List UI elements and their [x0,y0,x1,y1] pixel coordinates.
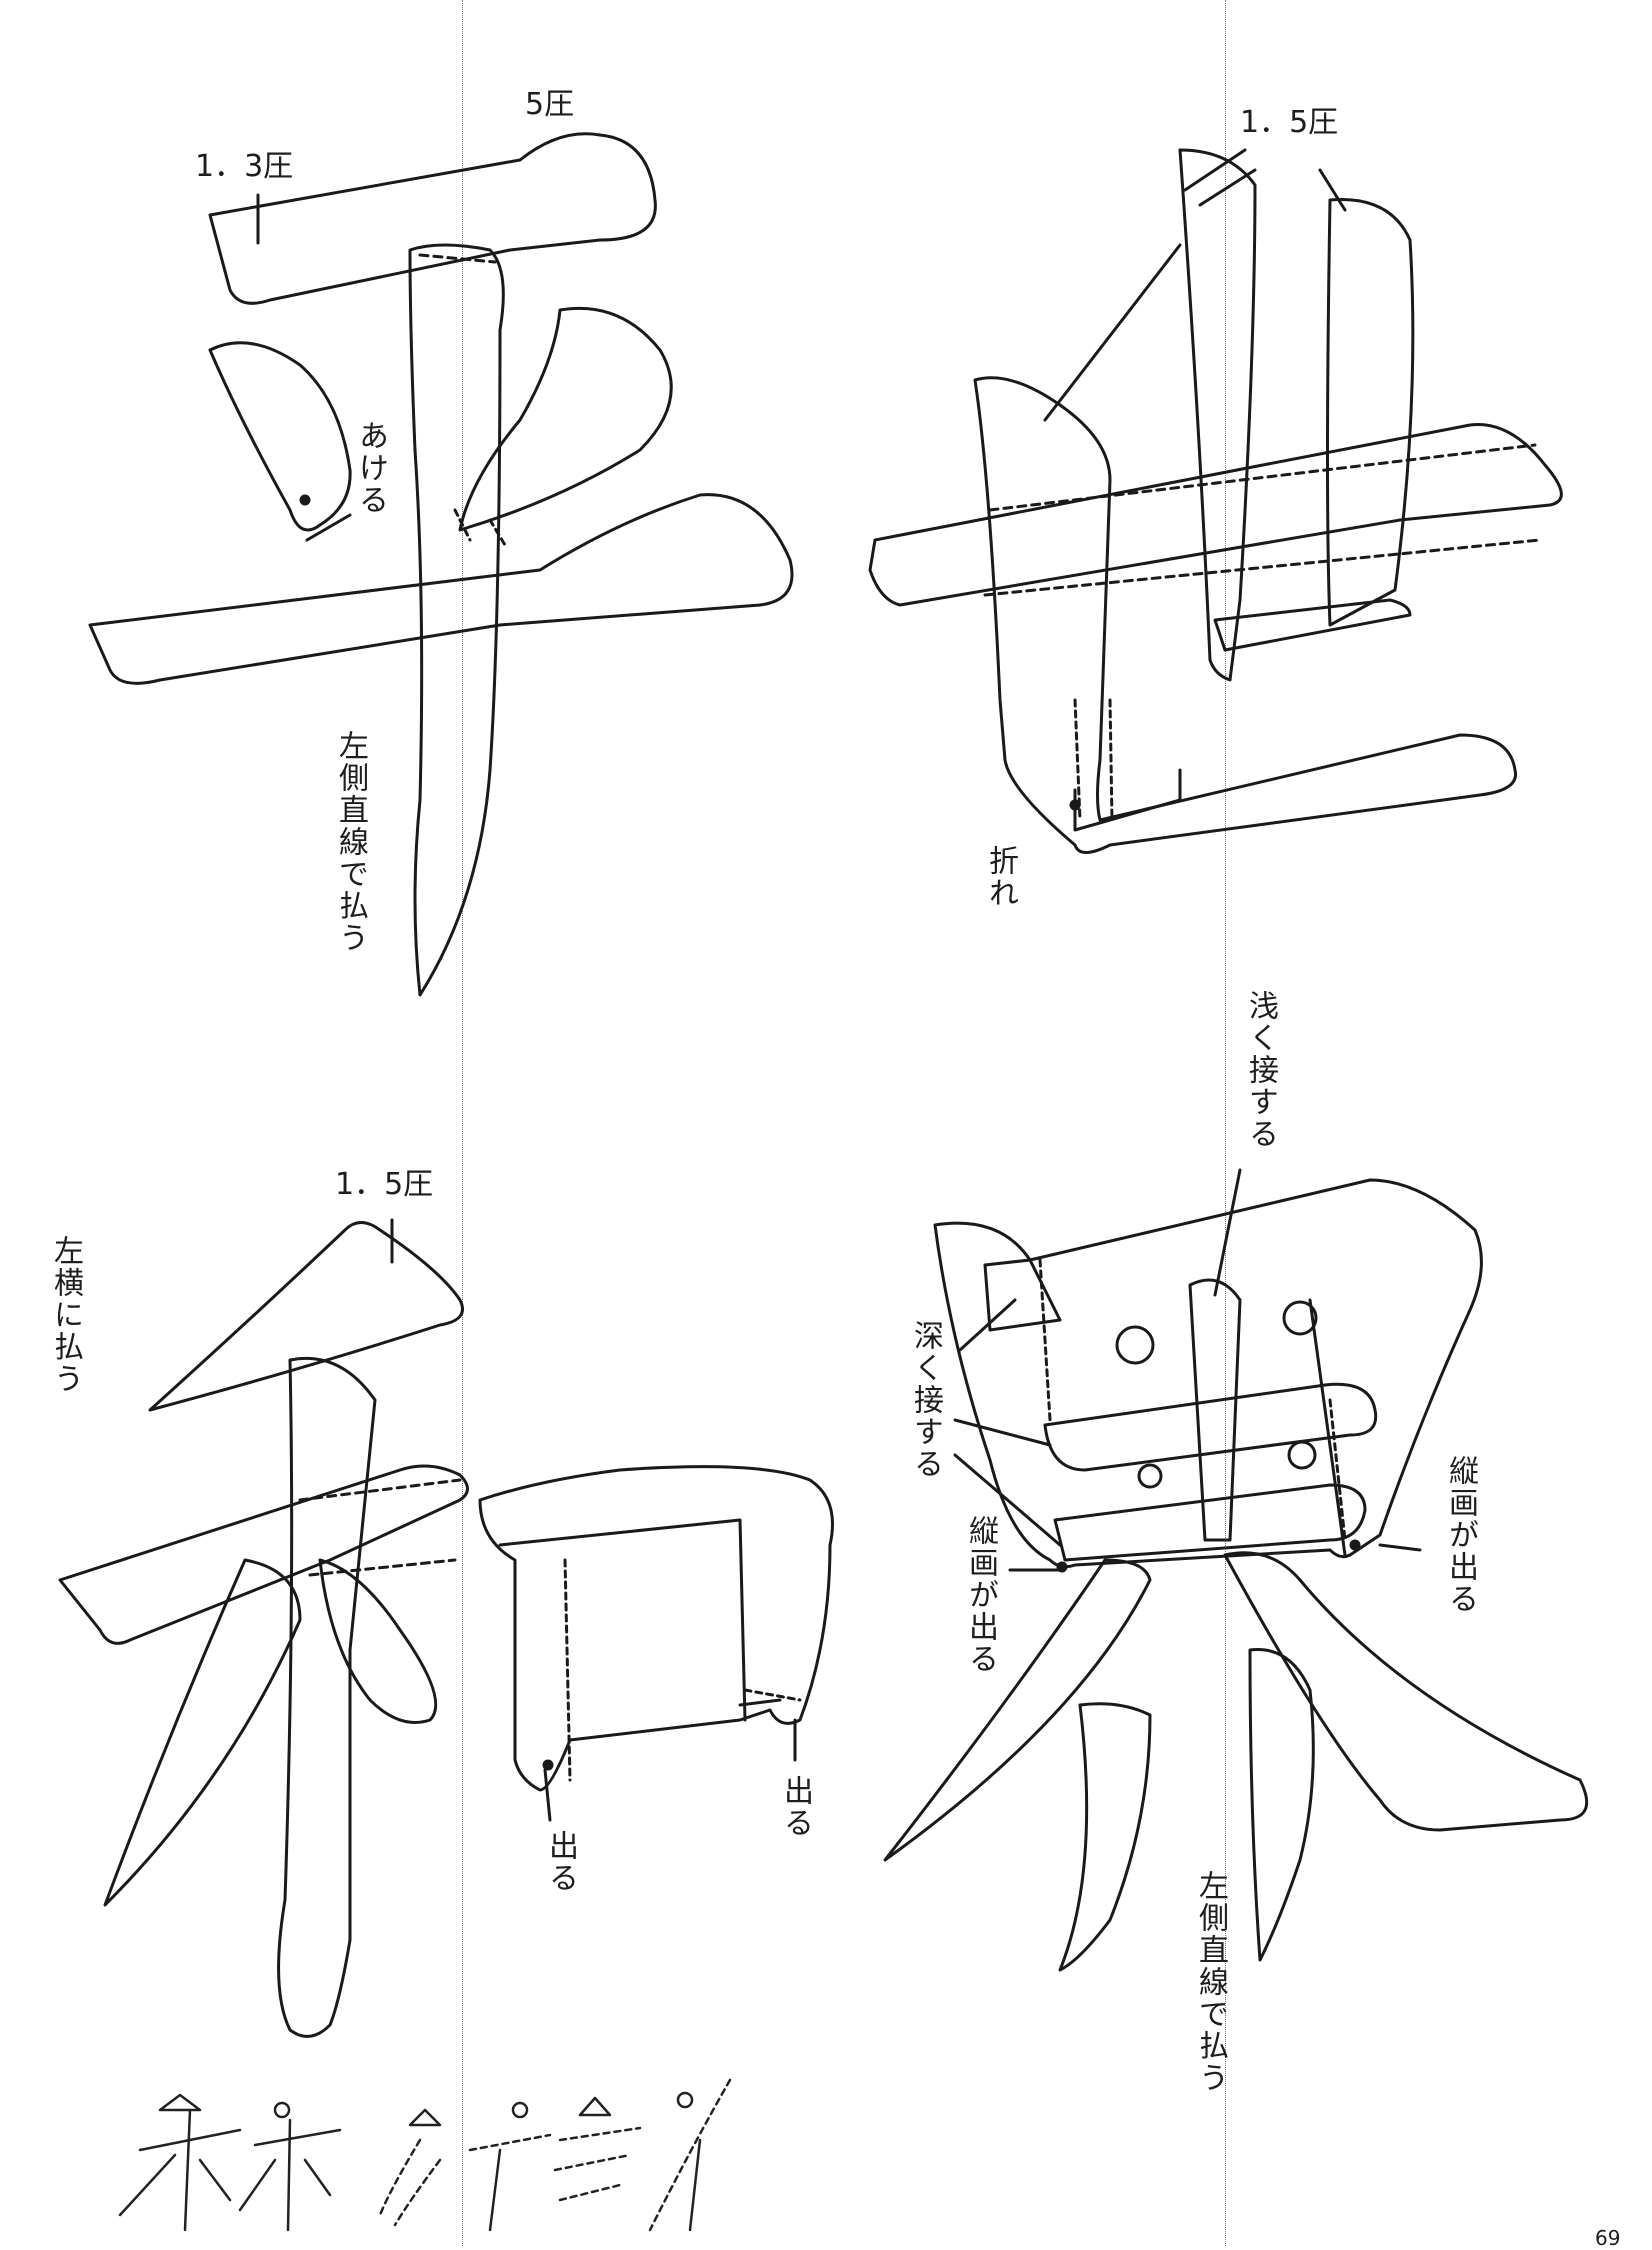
kai-field-vertical [1190,1280,1240,1540]
kai-lower-right-vertical [1250,1650,1313,1961]
kai-field-frame [935,1180,1481,1567]
sketch-2 [240,2103,340,2230]
wa-sweep-left-label: 左横に払う [48,1235,83,1395]
wa-out-right-label: 出る [778,1775,813,1839]
hei-vertical-stroke [410,245,503,995]
wa-horizontal [60,1466,468,1643]
guide-line-left [462,0,463,2246]
wa-vertical [279,1358,375,2036]
se-right-vertical [1328,200,1413,626]
hei-pressure-right-label: 5圧 [525,87,575,122]
se-horizontal-stroke [870,425,1561,606]
hei-right-dot [460,308,671,530]
kai-field-mid-bar [1045,1384,1376,1470]
kai-deep-label: 深く接する [908,1320,943,1480]
sketch-1 [120,2095,240,2230]
wa-top-sweep [150,1223,463,1411]
se-inner-horizontal [1215,600,1410,650]
sketch-3 [380,2103,550,2230]
se-middle-vertical [1180,150,1255,680]
hei-sweep-label: 左側直線で払う [333,730,368,954]
se-fold-label: 折れ [983,845,1018,909]
wa-left-falling [105,1560,300,1905]
wa-right-dot [320,1560,436,1723]
kai-right-falling [1225,1553,1587,1830]
hei-top-stroke [210,134,655,304]
kai-shallow-label: 浅く接する [1243,990,1278,1150]
kai-vertical-left-label: 縦画が出る [963,1515,998,1675]
hei-open-label: あける [353,420,388,516]
hei-middle-stroke [90,495,792,684]
wa-pressure-label: 1．5圧 [335,1167,434,1202]
se-left-vertical [975,378,1516,853]
hei-left-dot [210,343,350,530]
guide-line-right [1225,0,1226,2246]
kai-lower-left-vertical [1060,1704,1150,1970]
kai-left-falling [885,1560,1150,1860]
kai-field-bottom-bar [1055,1485,1365,1560]
kai-field-top-bar [985,1260,1060,1330]
se-pressure-label: 1．5圧 [1240,105,1339,140]
sketch-4 [555,2080,730,2230]
wa-mouth-box [480,1467,833,1790]
wa-out-left-label: 出る [543,1830,578,1894]
kai-sweep-label: 左側直線で払う [1193,1870,1228,2094]
hei-pressure-left-label: 1．3圧 [195,149,294,184]
page-number: 69 [1595,2226,1621,2250]
kai-vertical-right-label: 縦画が出る [1443,1455,1478,1615]
